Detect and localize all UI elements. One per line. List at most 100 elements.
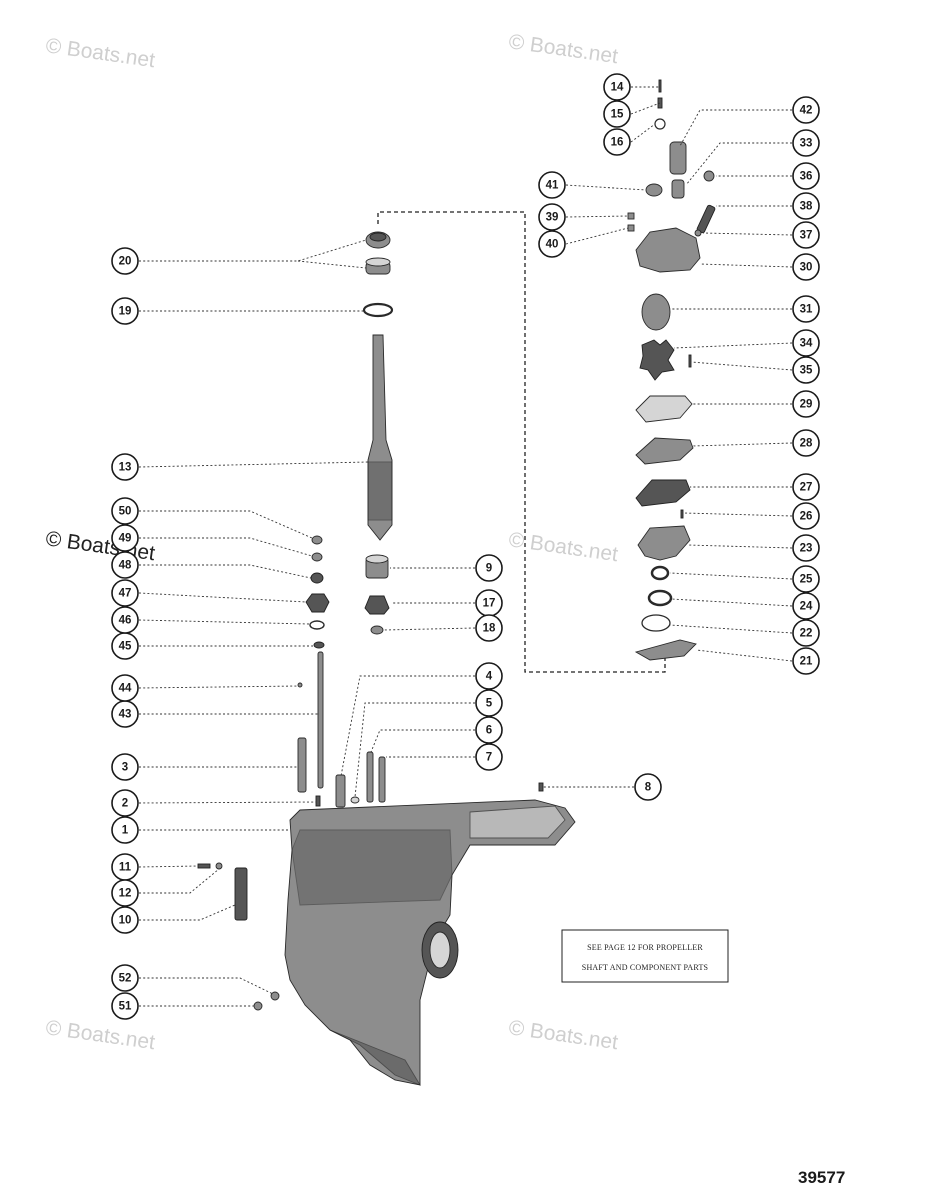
leader-line-33 <box>685 142 792 186</box>
callout-number: 28 <box>800 438 813 450</box>
callout-8[interactable]: 8 <box>634 773 662 801</box>
callout-47[interactable]: 47 <box>111 579 139 607</box>
callout-15[interactable]: 15 <box>603 100 631 128</box>
water-pump-parts-drawing <box>627 79 716 661</box>
callout-50[interactable]: 50 <box>111 497 139 525</box>
leader-line-49 <box>139 537 313 557</box>
callout-number: 36 <box>800 171 813 183</box>
callout-36[interactable]: 36 <box>792 162 820 190</box>
callout-7[interactable]: 7 <box>475 743 503 771</box>
callout-49[interactable]: 49 <box>111 524 139 552</box>
shim-ring-drawing <box>362 302 394 318</box>
callout-6[interactable]: 6 <box>475 716 503 744</box>
driveshaft-drawing <box>367 334 393 541</box>
callout-28[interactable]: 28 <box>792 429 820 457</box>
callout-circle <box>111 674 139 702</box>
callout-circle <box>111 247 139 275</box>
callout-45[interactable]: 45 <box>111 632 139 660</box>
callout-52[interactable]: 52 <box>111 964 139 992</box>
callout-30[interactable]: 30 <box>792 253 820 281</box>
gear-housing-drawing <box>284 799 576 1086</box>
callout-circle <box>111 551 139 579</box>
callout-circle <box>538 171 566 199</box>
callout-circle <box>111 816 139 844</box>
callout-21[interactable]: 21 <box>792 647 820 675</box>
callout-46[interactable]: 46 <box>111 606 139 634</box>
callout-19[interactable]: 19 <box>111 297 139 325</box>
callout-circle <box>792 221 820 249</box>
callout-20[interactable]: 20 <box>111 247 139 275</box>
callout-circle <box>792 295 820 323</box>
callout-10[interactable]: 10 <box>111 906 139 934</box>
callout-23[interactable]: 23 <box>792 534 820 562</box>
leader-line-24 <box>671 598 793 607</box>
callout-number: 34 <box>800 338 813 350</box>
callout-number: 14 <box>611 82 624 94</box>
callout-11[interactable]: 11 <box>111 853 139 881</box>
callout-29[interactable]: 29 <box>792 390 820 418</box>
leader-line-12 <box>139 868 220 894</box>
callout-31[interactable]: 31 <box>792 295 820 323</box>
note-line-2: SHAFT AND COMPONENT PARTS <box>582 963 708 972</box>
callout-number: 9 <box>486 563 492 575</box>
callout-2[interactable]: 2 <box>111 789 139 817</box>
callout-43[interactable]: 43 <box>111 700 139 728</box>
watermark-bottom-left: © Boats.net <box>44 1016 156 1054</box>
callout-number: 31 <box>800 304 813 316</box>
callout-number: 1 <box>122 825 129 837</box>
callout-26[interactable]: 26 <box>792 502 820 530</box>
callout-42[interactable]: 42 <box>792 96 820 124</box>
callout-1[interactable]: 1 <box>111 816 139 844</box>
callout-41[interactable]: 41 <box>538 171 566 199</box>
callout-34[interactable]: 34 <box>792 329 820 357</box>
callout-number: 4 <box>486 671 493 683</box>
callout-27[interactable]: 27 <box>792 473 820 501</box>
callout-17[interactable]: 17 <box>475 589 503 617</box>
callout-circle <box>792 162 820 190</box>
callout-33[interactable]: 33 <box>792 129 820 157</box>
leader-line-23 <box>687 544 793 549</box>
callout-circle <box>111 497 139 525</box>
callout-circle <box>792 356 820 384</box>
callout-4[interactable]: 4 <box>475 662 503 690</box>
callout-16[interactable]: 16 <box>603 128 631 156</box>
callout-number: 29 <box>800 399 813 411</box>
callout-18[interactable]: 18 <box>475 614 503 642</box>
callout-12[interactable]: 12 <box>111 879 139 907</box>
callout-5[interactable]: 5 <box>475 689 503 717</box>
callout-circle <box>475 614 503 642</box>
callout-22[interactable]: 22 <box>792 619 820 647</box>
callout-40[interactable]: 40 <box>538 230 566 258</box>
callout-circle <box>538 230 566 258</box>
callout-circle <box>475 743 503 771</box>
callout-number: 19 <box>119 306 132 318</box>
callout-3[interactable]: 3 <box>111 753 139 781</box>
callout-35[interactable]: 35 <box>792 356 820 384</box>
callout-13[interactable]: 13 <box>111 453 139 481</box>
callout-25[interactable]: 25 <box>792 565 820 593</box>
callout-51[interactable]: 51 <box>111 992 139 1020</box>
callout-44[interactable]: 44 <box>111 674 139 702</box>
callout-circle <box>475 554 503 582</box>
callout-circle <box>792 592 820 620</box>
callout-39[interactable]: 39 <box>538 203 566 231</box>
callout-38[interactable]: 38 <box>792 192 820 220</box>
callout-circle <box>111 879 139 907</box>
callout-24[interactable]: 24 <box>792 592 820 620</box>
callout-37[interactable]: 37 <box>792 221 820 249</box>
callout-48[interactable]: 48 <box>111 551 139 579</box>
callout-number: 51 <box>119 1001 132 1013</box>
callout-circle <box>475 716 503 744</box>
callout-circle <box>111 297 139 325</box>
watermark-bottom-right: © Boats.net <box>507 1016 619 1054</box>
callout-number: 21 <box>800 656 813 668</box>
callout-number: 17 <box>483 598 496 610</box>
leader-line-6 <box>370 729 475 753</box>
callout-number: 16 <box>611 137 624 149</box>
callout-circle <box>538 203 566 231</box>
callout-circle <box>111 524 139 552</box>
callout-number: 5 <box>486 698 493 710</box>
callout-14[interactable]: 14 <box>603 73 631 101</box>
callout-9[interactable]: 9 <box>475 554 503 582</box>
